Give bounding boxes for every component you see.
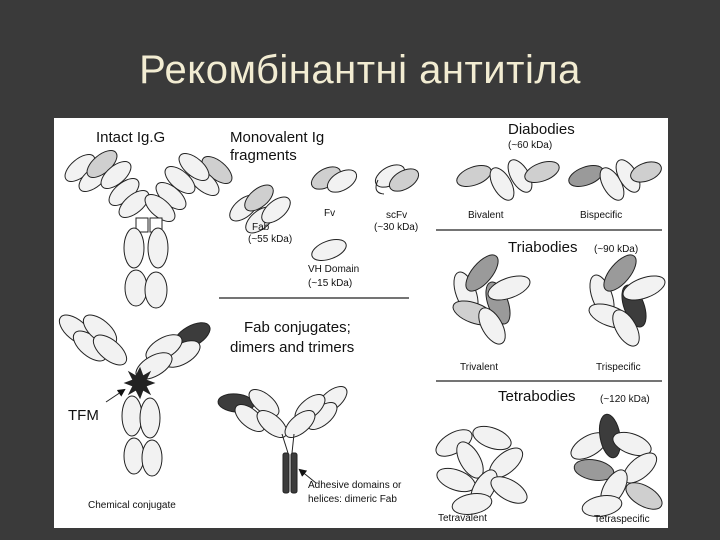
tetrabodies-size-label: (~120 kDa) [600, 394, 650, 406]
slide-title: Рекомбінантні антитіла [0, 48, 720, 93]
scfv-size-label: (~30 kDa) [374, 222, 418, 234]
fab-size-label: (~55 kDa) [248, 234, 292, 246]
tetravalent-label: Tetravalent [438, 513, 487, 525]
vh-domain-label: VH Domain [308, 264, 359, 276]
triabody-trispecific-drawing [585, 250, 668, 351]
tetraspecific-label: Tetraspecific [594, 514, 650, 526]
adhesive-label-line2: helices: dimeric Fab [308, 494, 397, 506]
monovalent-label-line1: Monovalent Ig [230, 129, 324, 146]
vh-size-label: (~15 kDa) [308, 278, 352, 290]
diabody-bivalent-drawing [454, 156, 562, 204]
fv-drawing [308, 162, 361, 197]
tetrabody-tetravalent-drawing [432, 422, 532, 518]
fab-conjugates-label-line1: Fab conjugates; [244, 319, 351, 336]
bivalent-label: Bivalent [468, 210, 504, 222]
chemical-conjugate-drawing [54, 309, 214, 476]
triabody-trivalent-drawing [449, 250, 533, 349]
antibody-formats-figure: Intact Ig.G Monovalent Ig fragments Fab … [54, 118, 668, 528]
fv-label: Fv [324, 208, 335, 220]
bispecific-label: Bispecific [580, 210, 622, 222]
scfv-drawing [372, 160, 423, 196]
diabody-bispecific-drawing [566, 156, 664, 204]
fab-conjugates-label-line2: dimers and trimers [230, 339, 354, 356]
triabodies-label: Triabodies [508, 239, 577, 256]
trispecific-label: Trispecific [596, 362, 641, 374]
tfm-linker [125, 368, 154, 398]
tetrabodies-label: Tetrabodies [498, 388, 576, 405]
adhesive-label-line1: Adhesive domains or [308, 480, 401, 492]
diabodies-size-label: (~60 kDa) [508, 140, 552, 152]
fab-label: Fab [252, 222, 269, 234]
tfm-label: TFM [68, 407, 99, 424]
intact-igg-drawing [60, 146, 236, 308]
chemical-conjugate-label: Chemical conjugate [88, 500, 176, 512]
dimeric-fab-drawing [217, 382, 351, 493]
monovalent-label-line2: fragments [230, 147, 297, 164]
intact-igg-label: Intact Ig.G [96, 129, 165, 146]
trivalent-label: Trivalent [460, 362, 498, 374]
tetrabody-tetraspecific-drawing [567, 413, 667, 520]
antibody-drawings [54, 118, 668, 528]
vh-domain-drawing [309, 235, 349, 264]
triabodies-size-label: (~90 kDa) [594, 244, 638, 256]
scfv-label: scFv [386, 210, 407, 222]
diabodies-label: Diabodies [508, 121, 575, 138]
